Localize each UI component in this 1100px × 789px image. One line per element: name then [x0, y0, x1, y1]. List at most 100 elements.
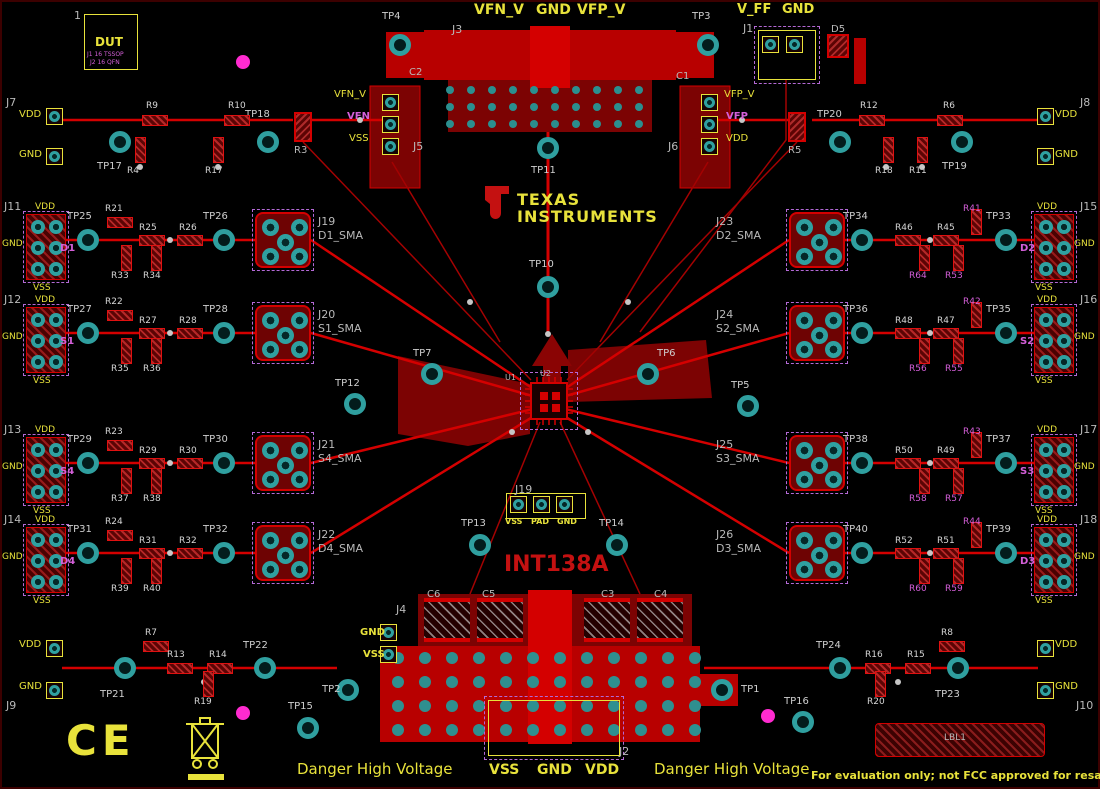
pin-header [1034, 307, 1074, 373]
pad-hole [704, 141, 715, 152]
label-texas: TEXAS [517, 190, 581, 209]
testpoint-label: TP37 [986, 434, 1011, 445]
via-pad [551, 103, 559, 111]
pin-pad [382, 116, 399, 133]
via-pad [446, 652, 458, 664]
resistor-label: R57 [945, 494, 963, 504]
pin-pad [380, 646, 397, 663]
label-gnd: GND [1074, 239, 1095, 249]
testpoint-label: TP35 [986, 304, 1011, 315]
via [467, 299, 473, 305]
resistor-label: R58 [909, 494, 927, 504]
sma-pad [291, 561, 308, 578]
testpoint-tp5 [737, 395, 759, 417]
via-pad [635, 700, 647, 712]
pin-pad [46, 640, 63, 657]
resistor-r27 [139, 327, 165, 339]
resistor-label: R25 [139, 223, 157, 233]
sma-ref: J22 [318, 528, 336, 541]
pad-hole [559, 499, 570, 510]
header-pad [49, 533, 63, 547]
label-c4: C4 [654, 589, 668, 600]
header-pad [1039, 262, 1053, 276]
header-pad [31, 241, 45, 255]
header-pad [1039, 464, 1053, 478]
label-gnd: GND [19, 681, 42, 692]
testpoint-tp14 [606, 534, 628, 556]
courtyard-outline [786, 432, 848, 494]
resistor-r60 [918, 558, 930, 584]
label-danger-high-voltage: Danger High Voltage [654, 760, 810, 778]
via [167, 550, 173, 556]
header-pad [31, 464, 45, 478]
testpoint-label: TP30 [203, 434, 228, 445]
pin-pad [701, 138, 718, 155]
courtyard-outline [252, 432, 314, 494]
via-pad [467, 86, 475, 94]
sma-pad [796, 248, 813, 265]
header-pad [1057, 533, 1071, 547]
via-pad [500, 700, 512, 712]
resistor-r47 [933, 327, 959, 339]
via-pad [446, 724, 458, 736]
resistor-label: R34 [143, 271, 161, 281]
testpoint-label: TP3 [692, 11, 711, 22]
via-pad [608, 700, 620, 712]
via [927, 237, 933, 243]
via-pad [446, 676, 458, 688]
label-gnd: GND [1074, 462, 1095, 472]
pin-header [1034, 527, 1074, 593]
via-pad [635, 86, 643, 94]
pad-hole [49, 685, 60, 696]
via-pad [467, 120, 475, 128]
pin-pad [382, 138, 399, 155]
header-pad [1039, 575, 1053, 589]
sma-pad [796, 219, 813, 236]
resistor-r42 [970, 302, 982, 328]
sma-name: D4_SMA [318, 542, 363, 555]
header-pad [1039, 554, 1053, 568]
via-pad [593, 86, 601, 94]
label-pad: PAD [531, 517, 549, 526]
header-pad [1057, 443, 1071, 457]
sma-j25 [789, 435, 845, 491]
resistor-label: R9 [146, 101, 158, 111]
sma-ref: J23 [716, 215, 734, 228]
testpoint-label: TP5 [731, 380, 750, 391]
via [137, 164, 143, 170]
resistor-label: R35 [111, 364, 129, 374]
courtyard-outline [1031, 304, 1077, 376]
via-pad [593, 103, 601, 111]
header-pad [31, 443, 45, 457]
testpoint-tp12 [344, 393, 366, 415]
testpoint-tp21 [114, 657, 136, 679]
resistor-label: R21 [105, 204, 123, 214]
header-pad [31, 262, 45, 276]
label-vss: VSS [33, 596, 51, 606]
testpoint-label: TP40 [843, 524, 868, 535]
courtyard-outline [1031, 434, 1077, 506]
sma-pad [277, 234, 294, 251]
sma-pad [796, 312, 813, 329]
via-pad [635, 103, 643, 111]
via-pad [614, 86, 622, 94]
resistor-r24 [107, 529, 133, 541]
via-pad [419, 652, 431, 664]
pad-hole [49, 151, 60, 162]
sma-pad [277, 547, 294, 564]
sma-pad [825, 219, 842, 236]
pad-hole [789, 39, 800, 50]
resistor-r44 [970, 522, 982, 548]
testpoint-tp19 [951, 131, 973, 153]
pin-pad [382, 94, 399, 111]
resistor-label: R47 [937, 316, 955, 326]
label-vss: VSS [349, 133, 369, 144]
testpoint-tp30 [213, 452, 235, 474]
resistor-label: R36 [143, 364, 161, 374]
courtyard-outline [484, 696, 624, 760]
label-vfp: VFP [726, 111, 748, 122]
label-vss: VSS [489, 762, 520, 778]
ti-logo-icon [485, 186, 509, 219]
via-pad [500, 676, 512, 688]
label-j3: J3 [452, 23, 463, 36]
